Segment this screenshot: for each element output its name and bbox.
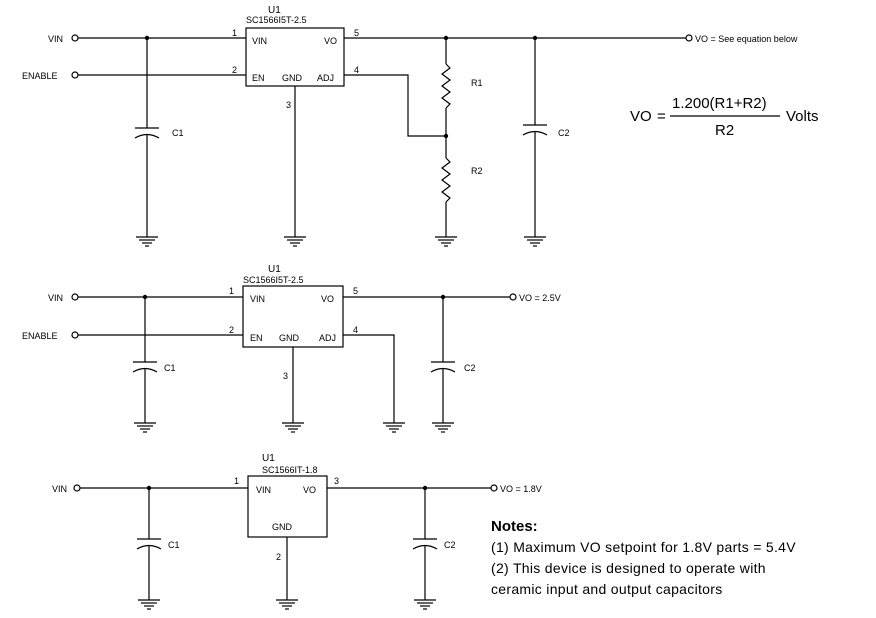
pin-5-number: 5: [353, 286, 358, 296]
vin-terminal: [73, 484, 81, 492]
enable-terminal-label: ENABLE: [22, 71, 58, 81]
c2-label: C2: [444, 540, 456, 550]
capacitor-c2: [522, 38, 548, 247]
circuit-2: U1 SC1566I5T-2.5 VIN EN GND VO ADJ 1 2 3…: [22, 264, 561, 433]
pin-3-number: 3: [283, 371, 288, 381]
adj-ground-symbol: [382, 422, 406, 433]
capacitor-c2: [412, 488, 438, 610]
enable-terminal: [71, 331, 79, 339]
pin-en-label: EN: [250, 333, 263, 343]
u1-part-label: SC1566I5T-2.5: [243, 275, 304, 285]
vo-terminal-label: VO = 2.5V: [519, 293, 561, 303]
r1-label: R1: [471, 78, 483, 88]
circuit-3: U1 SC1566IT-1.8 VIN VO GND 1 2 3 VIN C1 …: [52, 453, 542, 610]
pin-gnd-label: GND: [282, 73, 303, 83]
vo-terminal: [509, 293, 517, 301]
equation-numerator: 1.200(R1+R2): [672, 95, 767, 112]
vo-terminal: [685, 34, 693, 42]
u1-part-label: SC1566I5T-2.5: [246, 15, 307, 25]
vin-terminal-label: VIN: [48, 34, 63, 44]
ground-symbol: [283, 236, 307, 247]
vo-equation: VO = 1.200(R1+R2) R2 Volts: [630, 95, 819, 139]
pin-vo-label: VO: [303, 485, 316, 495]
u1-ref-label: U1: [268, 5, 281, 16]
c1-label: C1: [168, 540, 180, 550]
pin-en-label: EN: [252, 73, 265, 83]
pin-3-number: 3: [334, 476, 339, 486]
pin-3-number: 3: [286, 100, 291, 110]
pin-gnd-label: GND: [279, 333, 300, 343]
pin-adj-label: ADJ: [319, 333, 336, 343]
pin-2-number: 2: [229, 325, 234, 335]
vin-terminal: [71, 293, 79, 301]
capacitor-c1: [136, 488, 162, 610]
note-1: (1) Maximum VO setpoint for 1.8V parts =…: [491, 539, 796, 555]
vin-terminal: [71, 34, 79, 42]
note-2-continued: ceramic input and output capacitors: [491, 581, 723, 597]
resistor-r2: [434, 136, 458, 247]
vin-terminal-label: VIN: [52, 484, 67, 494]
note-2: (2) This device is designed to operate w…: [491, 560, 766, 576]
equation-unit: Volts: [786, 108, 819, 125]
vo-terminal-label: VO = See equation below: [695, 34, 798, 44]
pin-4-number: 4: [354, 65, 359, 75]
pin-vin-label: VIN: [252, 36, 267, 46]
pin-vin-label: VIN: [256, 485, 271, 495]
pin-2-number: 2: [232, 65, 237, 75]
circuit-1: U1 SC1566I5T-2.5 VIN EN GND VO ADJ 1 2 3…: [22, 5, 798, 247]
resistor-r1: [441, 38, 451, 136]
notes-block: Notes: (1) Maximum VO setpoint for 1.8V …: [491, 518, 796, 600]
enable-terminal-label: ENABLE: [22, 331, 58, 341]
pin-vo-label: VO: [321, 294, 334, 304]
capacitor-c1: [134, 38, 160, 247]
r2-label: R2: [471, 166, 483, 176]
c1-label: C1: [172, 128, 184, 138]
u1-part-label: SC1566IT-1.8: [262, 465, 318, 475]
pin-5-number: 5: [354, 28, 359, 38]
vo-terminal-label: VO = 1.8V: [500, 484, 542, 494]
pin-vo-label: VO: [324, 36, 337, 46]
equation-lhs: VO: [630, 108, 652, 125]
pin-2-number: 2: [276, 552, 281, 562]
vin-terminal-label: VIN: [48, 293, 63, 303]
capacitor-c1: [132, 297, 158, 433]
equation-equals: =: [657, 108, 666, 125]
notes-title: Notes:: [491, 518, 538, 535]
pin-1-number: 1: [232, 28, 237, 38]
c1-label: C1: [164, 363, 176, 373]
u1-ref-label: U1: [268, 264, 281, 275]
enable-terminal: [71, 71, 79, 79]
pin-1-number: 1: [229, 286, 234, 296]
u1-ref-label: U1: [262, 453, 275, 464]
equation-denominator: R2: [715, 122, 734, 139]
pin-vin-label: VIN: [250, 294, 265, 304]
pin-adj-label: ADJ: [317, 73, 334, 83]
capacitor-c2: [430, 297, 456, 433]
adj-wire: [343, 334, 395, 423]
c2-label: C2: [464, 363, 476, 373]
pin-4-number: 4: [353, 325, 358, 335]
ground-symbol: [275, 599, 299, 610]
c2-label: C2: [558, 128, 570, 138]
adj-wire: [344, 74, 446, 137]
vo-terminal: [490, 484, 498, 492]
pin-gnd-label: GND: [272, 522, 293, 532]
pin-1-number: 1: [234, 476, 239, 486]
ground-symbol: [281, 422, 305, 433]
